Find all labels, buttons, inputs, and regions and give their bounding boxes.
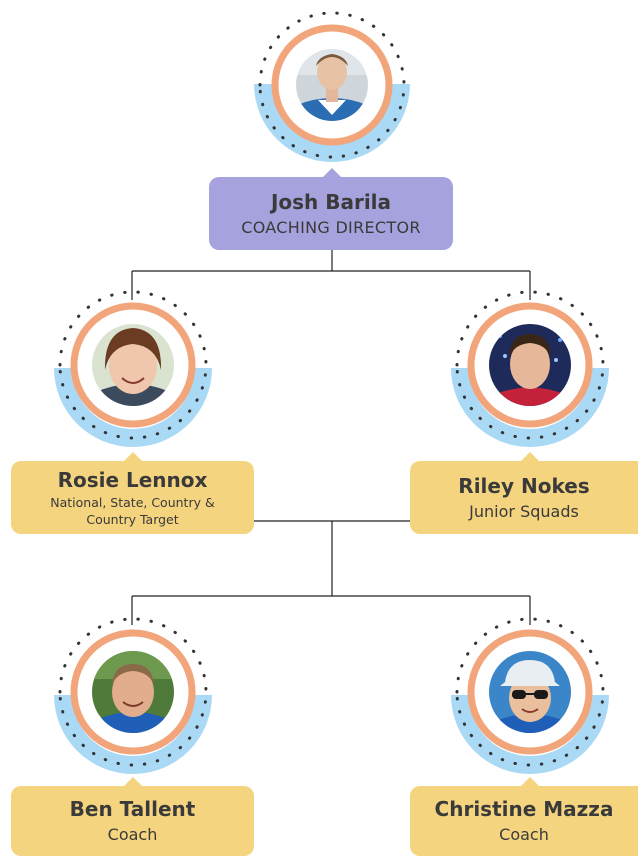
node-role: Coach xyxy=(107,825,158,844)
card-pointer-rosie xyxy=(123,452,143,462)
node-name: Ben Tallent xyxy=(69,797,196,821)
avatar-josh-barila xyxy=(254,11,410,162)
avatar-rosie-lennox xyxy=(54,290,212,447)
portrait-photo-woman-cap-sunglasses xyxy=(489,651,571,733)
node-card-riley-nokes: Riley Nokes Junior Squads xyxy=(410,461,638,534)
card-pointer-christine xyxy=(520,777,540,787)
node-role: Junior Squads xyxy=(469,501,579,521)
avatar-riley-nokes xyxy=(451,290,609,447)
avatar-dotted-ring xyxy=(258,11,406,159)
node-name: Rosie Lennox xyxy=(57,467,208,492)
card-pointer-ben xyxy=(123,777,143,787)
node-role: National, State, Country & Country Targe… xyxy=(50,494,215,527)
avatar-christine-mazza xyxy=(451,617,609,774)
node-name: Christine Mazza xyxy=(434,797,614,821)
card-pointer-director xyxy=(322,168,342,178)
portrait-photo-young-man xyxy=(489,324,571,406)
avatar-ben-tallent xyxy=(54,617,212,774)
node-card-rosie-lennox: Rosie Lennox National, State, Country & … xyxy=(11,461,254,534)
connector-lines xyxy=(131,250,531,625)
node-role: COACHING DIRECTOR xyxy=(241,217,421,237)
node-card-christine-mazza: Christine Mazza Coach xyxy=(410,786,638,856)
node-role: Coach xyxy=(499,825,549,844)
avatar-arc xyxy=(254,84,410,162)
node-card-ben-tallent: Ben Tallent Coach xyxy=(11,786,254,856)
node-card-josh-barila: Josh Barila COACHING DIRECTOR xyxy=(209,177,453,250)
node-name: Josh Barila xyxy=(270,189,392,214)
node-name: Riley Nokes xyxy=(458,473,590,498)
card-pointer-riley xyxy=(520,452,540,462)
